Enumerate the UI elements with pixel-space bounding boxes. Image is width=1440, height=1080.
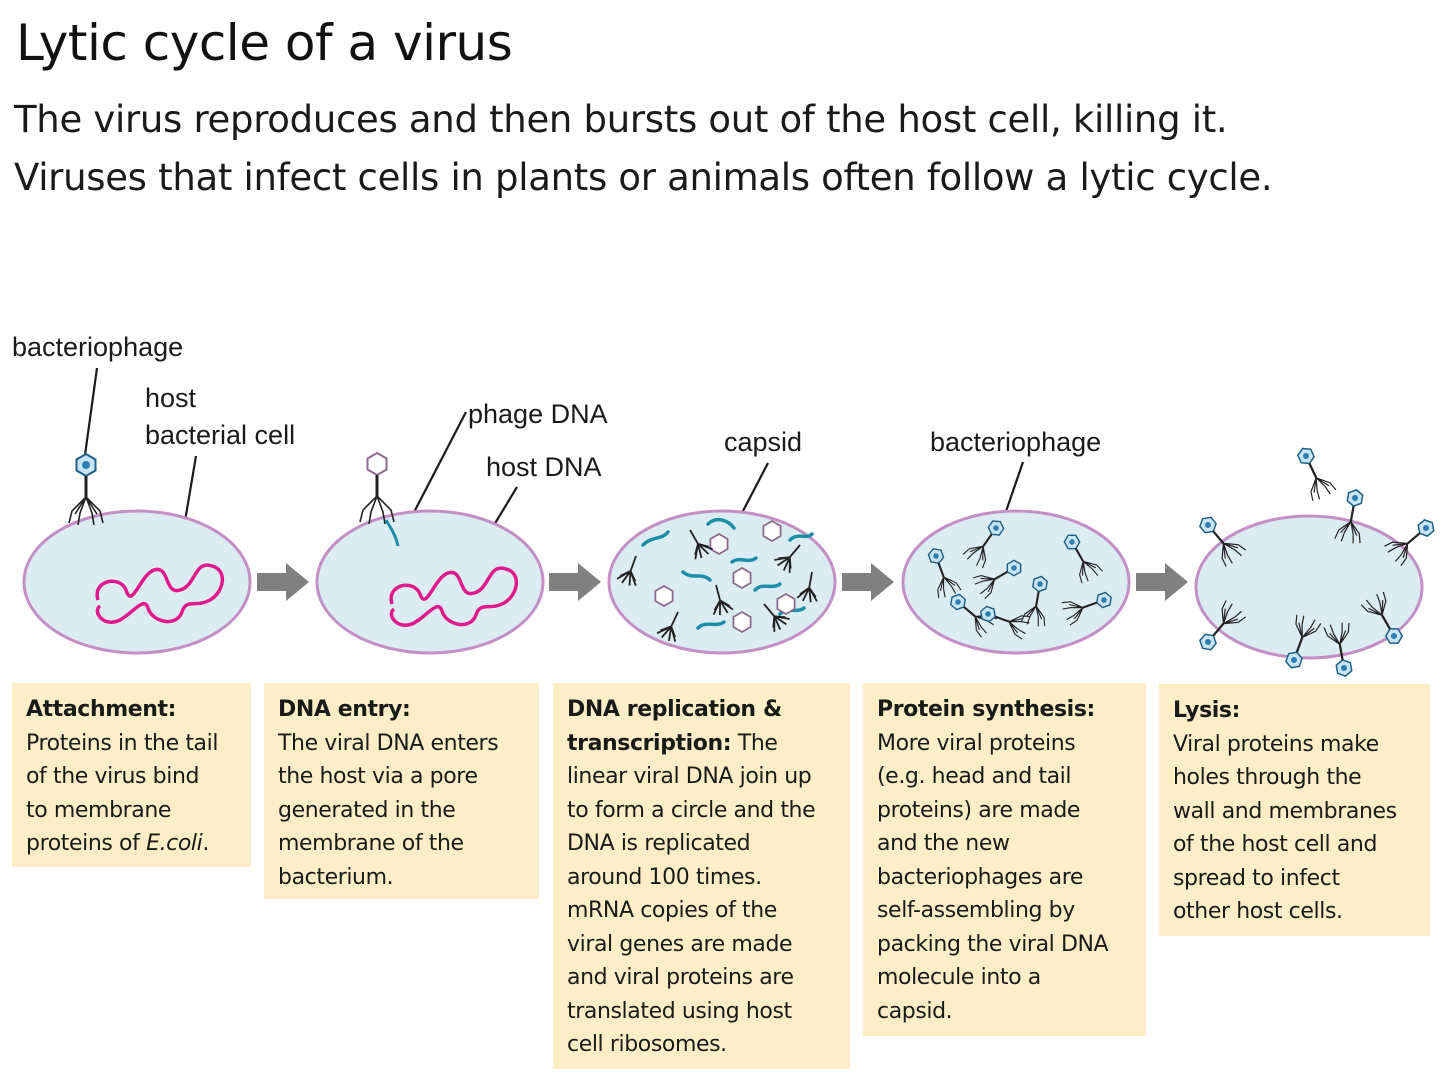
arrow-2 bbox=[549, 563, 601, 601]
label-bacteriophage-1: bacteriophage bbox=[12, 332, 183, 362]
stage-heading: Protein synthesis: bbox=[877, 697, 1095, 722]
stage-heading: DNA replication & transcription: bbox=[567, 697, 782, 756]
stage-box-dna-replication: DNA replication & transcription: The lin… bbox=[553, 683, 850, 1069]
host-dna-1 bbox=[95, 563, 224, 624]
stage-heading: Attachment: bbox=[26, 697, 177, 722]
stage-box-dna-entry: DNA entry: The viral DNA enters the host… bbox=[264, 683, 539, 899]
stage-box-protein-synthesis: Protein synthesis: More viral proteins (… bbox=[863, 683, 1146, 1036]
label-bacteriophage-2: bacteriophage bbox=[930, 427, 1101, 457]
stage-text: Viral proteins make holes through the wa… bbox=[1173, 731, 1397, 925]
subtitle-line-2: Viruses that infect cells in plants or a… bbox=[14, 156, 1273, 199]
cell-stage-3 bbox=[607, 509, 837, 655]
subtitle-line-1: The virus reproduces and then bursts out… bbox=[14, 98, 1228, 141]
stage-text: More viral proteins (e.g. head and tail … bbox=[877, 730, 1109, 1024]
cell-stage-1 bbox=[22, 452, 252, 655]
stage-italic: E.coli bbox=[146, 831, 203, 856]
cell-stage-4 bbox=[901, 509, 1131, 655]
stage-box-lysis: Lysis: Viral proteins make holes through… bbox=[1159, 684, 1430, 936]
stage-tail: . bbox=[202, 831, 209, 856]
stage-box-attachment: Attachment: Proteins in the tail of the … bbox=[12, 683, 251, 867]
label-host: host bbox=[145, 383, 197, 413]
stage-heading: Lysis: bbox=[1173, 698, 1240, 723]
arrow-4 bbox=[1136, 563, 1188, 601]
label-phage-dna: phage DNA bbox=[468, 399, 608, 429]
cell-stage-5 bbox=[1191, 442, 1440, 680]
stage-text: The linear viral DNA join up to form a c… bbox=[567, 730, 816, 1058]
label-host-dna: host DNA bbox=[486, 452, 602, 482]
stage-heading: DNA entry: bbox=[278, 697, 411, 722]
label-capsid: capsid bbox=[724, 427, 802, 457]
page-title: Lytic cycle of a virus bbox=[16, 14, 513, 72]
arrow-1 bbox=[257, 563, 309, 601]
label-bacterial-cell: bacterial cell bbox=[145, 420, 295, 450]
stage-text: Proteins in the tail of the virus bind t… bbox=[26, 730, 219, 857]
cell-stage-2 bbox=[315, 451, 545, 655]
arrow-3 bbox=[842, 563, 894, 601]
stage-text: The viral DNA enters the host via a pore… bbox=[278, 730, 499, 890]
host-dna-2 bbox=[389, 566, 518, 627]
